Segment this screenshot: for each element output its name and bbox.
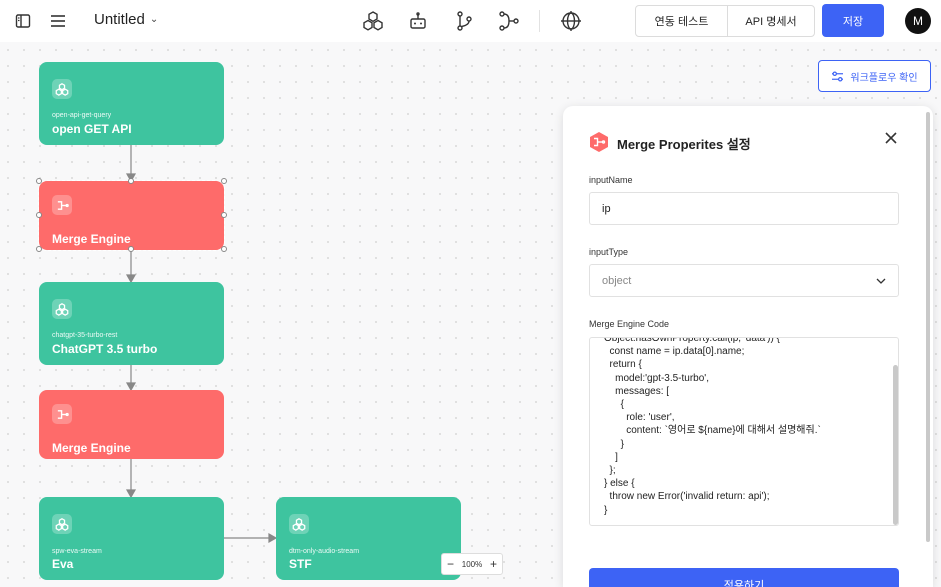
- resize-handle[interactable]: [128, 178, 134, 184]
- sliders-icon: [832, 71, 844, 81]
- node-merge-engine-1[interactable]: Merge Engine: [38, 180, 225, 251]
- node-merge-icon: [52, 404, 72, 424]
- node-chatgpt[interactable]: chatgpt-35-turbo-rest ChatGPT 3.5 turbo: [39, 282, 224, 365]
- workflow-check-button[interactable]: 워크플로우 확인: [818, 60, 931, 92]
- sidebar-toggle-icon[interactable]: [14, 12, 32, 30]
- node-cubes-icon: [52, 79, 72, 99]
- workflow-title-dropdown[interactable]: Untitled ⌄: [94, 11, 158, 28]
- node-open-get-api[interactable]: open-api-get-query open GET API: [39, 62, 224, 145]
- node-cubes-icon: [52, 299, 72, 319]
- resize-handle[interactable]: [221, 212, 227, 218]
- save-button[interactable]: 저장: [822, 4, 884, 37]
- chevron-down-icon: ⌄: [149, 14, 159, 25]
- node-eva[interactable]: spw-eva-stream Eva: [39, 497, 224, 580]
- node-subtitle: chatgpt-35-turbo-rest: [52, 332, 118, 339]
- node-merge-icon: [52, 195, 72, 215]
- panel-title: Merge Properites 설정: [617, 137, 751, 152]
- node-name: ChatGPT 3.5 turbo: [52, 342, 158, 356]
- code-label: Merge Engine Code: [589, 319, 670, 329]
- node-subtitle: dtm-only-audio-stream: [289, 548, 360, 555]
- top-bar: Untitled ⌄ 연동 테스트 API 명세서 저장 M: [0, 0, 941, 42]
- menu-icon[interactable]: [49, 12, 67, 30]
- node-name: STF: [289, 557, 312, 571]
- branch-icon[interactable]: [453, 10, 475, 32]
- zoom-out-button[interactable]: −: [447, 557, 455, 571]
- code-content: Object.hasOwnProperty.call(ip, 'data')) …: [604, 337, 821, 516]
- avatar[interactable]: M: [905, 8, 931, 34]
- node-cubes-icon: [289, 514, 309, 534]
- code-editor[interactable]: Object.hasOwnProperty.call(ip, 'data')) …: [589, 337, 899, 526]
- input-name-field[interactable]: ip: [589, 192, 899, 225]
- apply-button[interactable]: 적용하기: [589, 568, 899, 587]
- resize-handle[interactable]: [221, 246, 227, 252]
- test-button[interactable]: 연동 테스트: [635, 5, 728, 37]
- input-type-select[interactable]: object: [589, 264, 899, 297]
- node-subtitle: open-api-get-query: [52, 112, 112, 119]
- node-stf[interactable]: dtm-only-audio-stream STF: [276, 497, 461, 580]
- flow-icon[interactable]: [497, 10, 521, 32]
- resize-handle[interactable]: [36, 212, 42, 218]
- workflow-title: Untitled: [94, 11, 145, 28]
- input-type-label: inputType: [589, 247, 629, 257]
- toolbar-divider: [539, 10, 540, 32]
- resize-handle[interactable]: [128, 246, 134, 252]
- zoom-in-button[interactable]: +: [489, 557, 497, 571]
- resize-handle[interactable]: [36, 178, 42, 184]
- node-name: Eva: [52, 557, 74, 571]
- resize-handle[interactable]: [221, 178, 227, 184]
- node-merge-engine-2[interactable]: Merge Engine: [39, 390, 224, 459]
- properties-panel: Merge Properites 설정 inputName ip inputTy…: [563, 106, 933, 587]
- input-name-label: inputName: [589, 175, 633, 185]
- node-name: open GET API: [52, 122, 132, 136]
- globe-icon[interactable]: [559, 9, 583, 33]
- node-name: Merge Engine: [52, 232, 131, 246]
- zoom-control: − 100% +: [441, 553, 503, 575]
- workflow-check-label: 워크플로우 확인: [850, 72, 918, 84]
- resize-handle[interactable]: [36, 246, 42, 252]
- close-icon[interactable]: [884, 128, 898, 151]
- input-type-value: object: [602, 274, 632, 287]
- code-scrollbar[interactable]: [893, 365, 898, 525]
- zoom-level: 100%: [461, 559, 483, 569]
- node-name: Merge Engine: [52, 441, 131, 455]
- panel-scrollbar[interactable]: [926, 112, 930, 542]
- cubes-icon[interactable]: [361, 10, 385, 32]
- chevron-down-icon: [876, 278, 886, 284]
- robot-icon[interactable]: [407, 10, 429, 32]
- merge-hex-icon: [588, 131, 610, 153]
- node-cubes-icon: [52, 514, 72, 534]
- api-spec-button[interactable]: API 명세서: [727, 5, 815, 37]
- node-subtitle: spw-eva-stream: [52, 548, 102, 555]
